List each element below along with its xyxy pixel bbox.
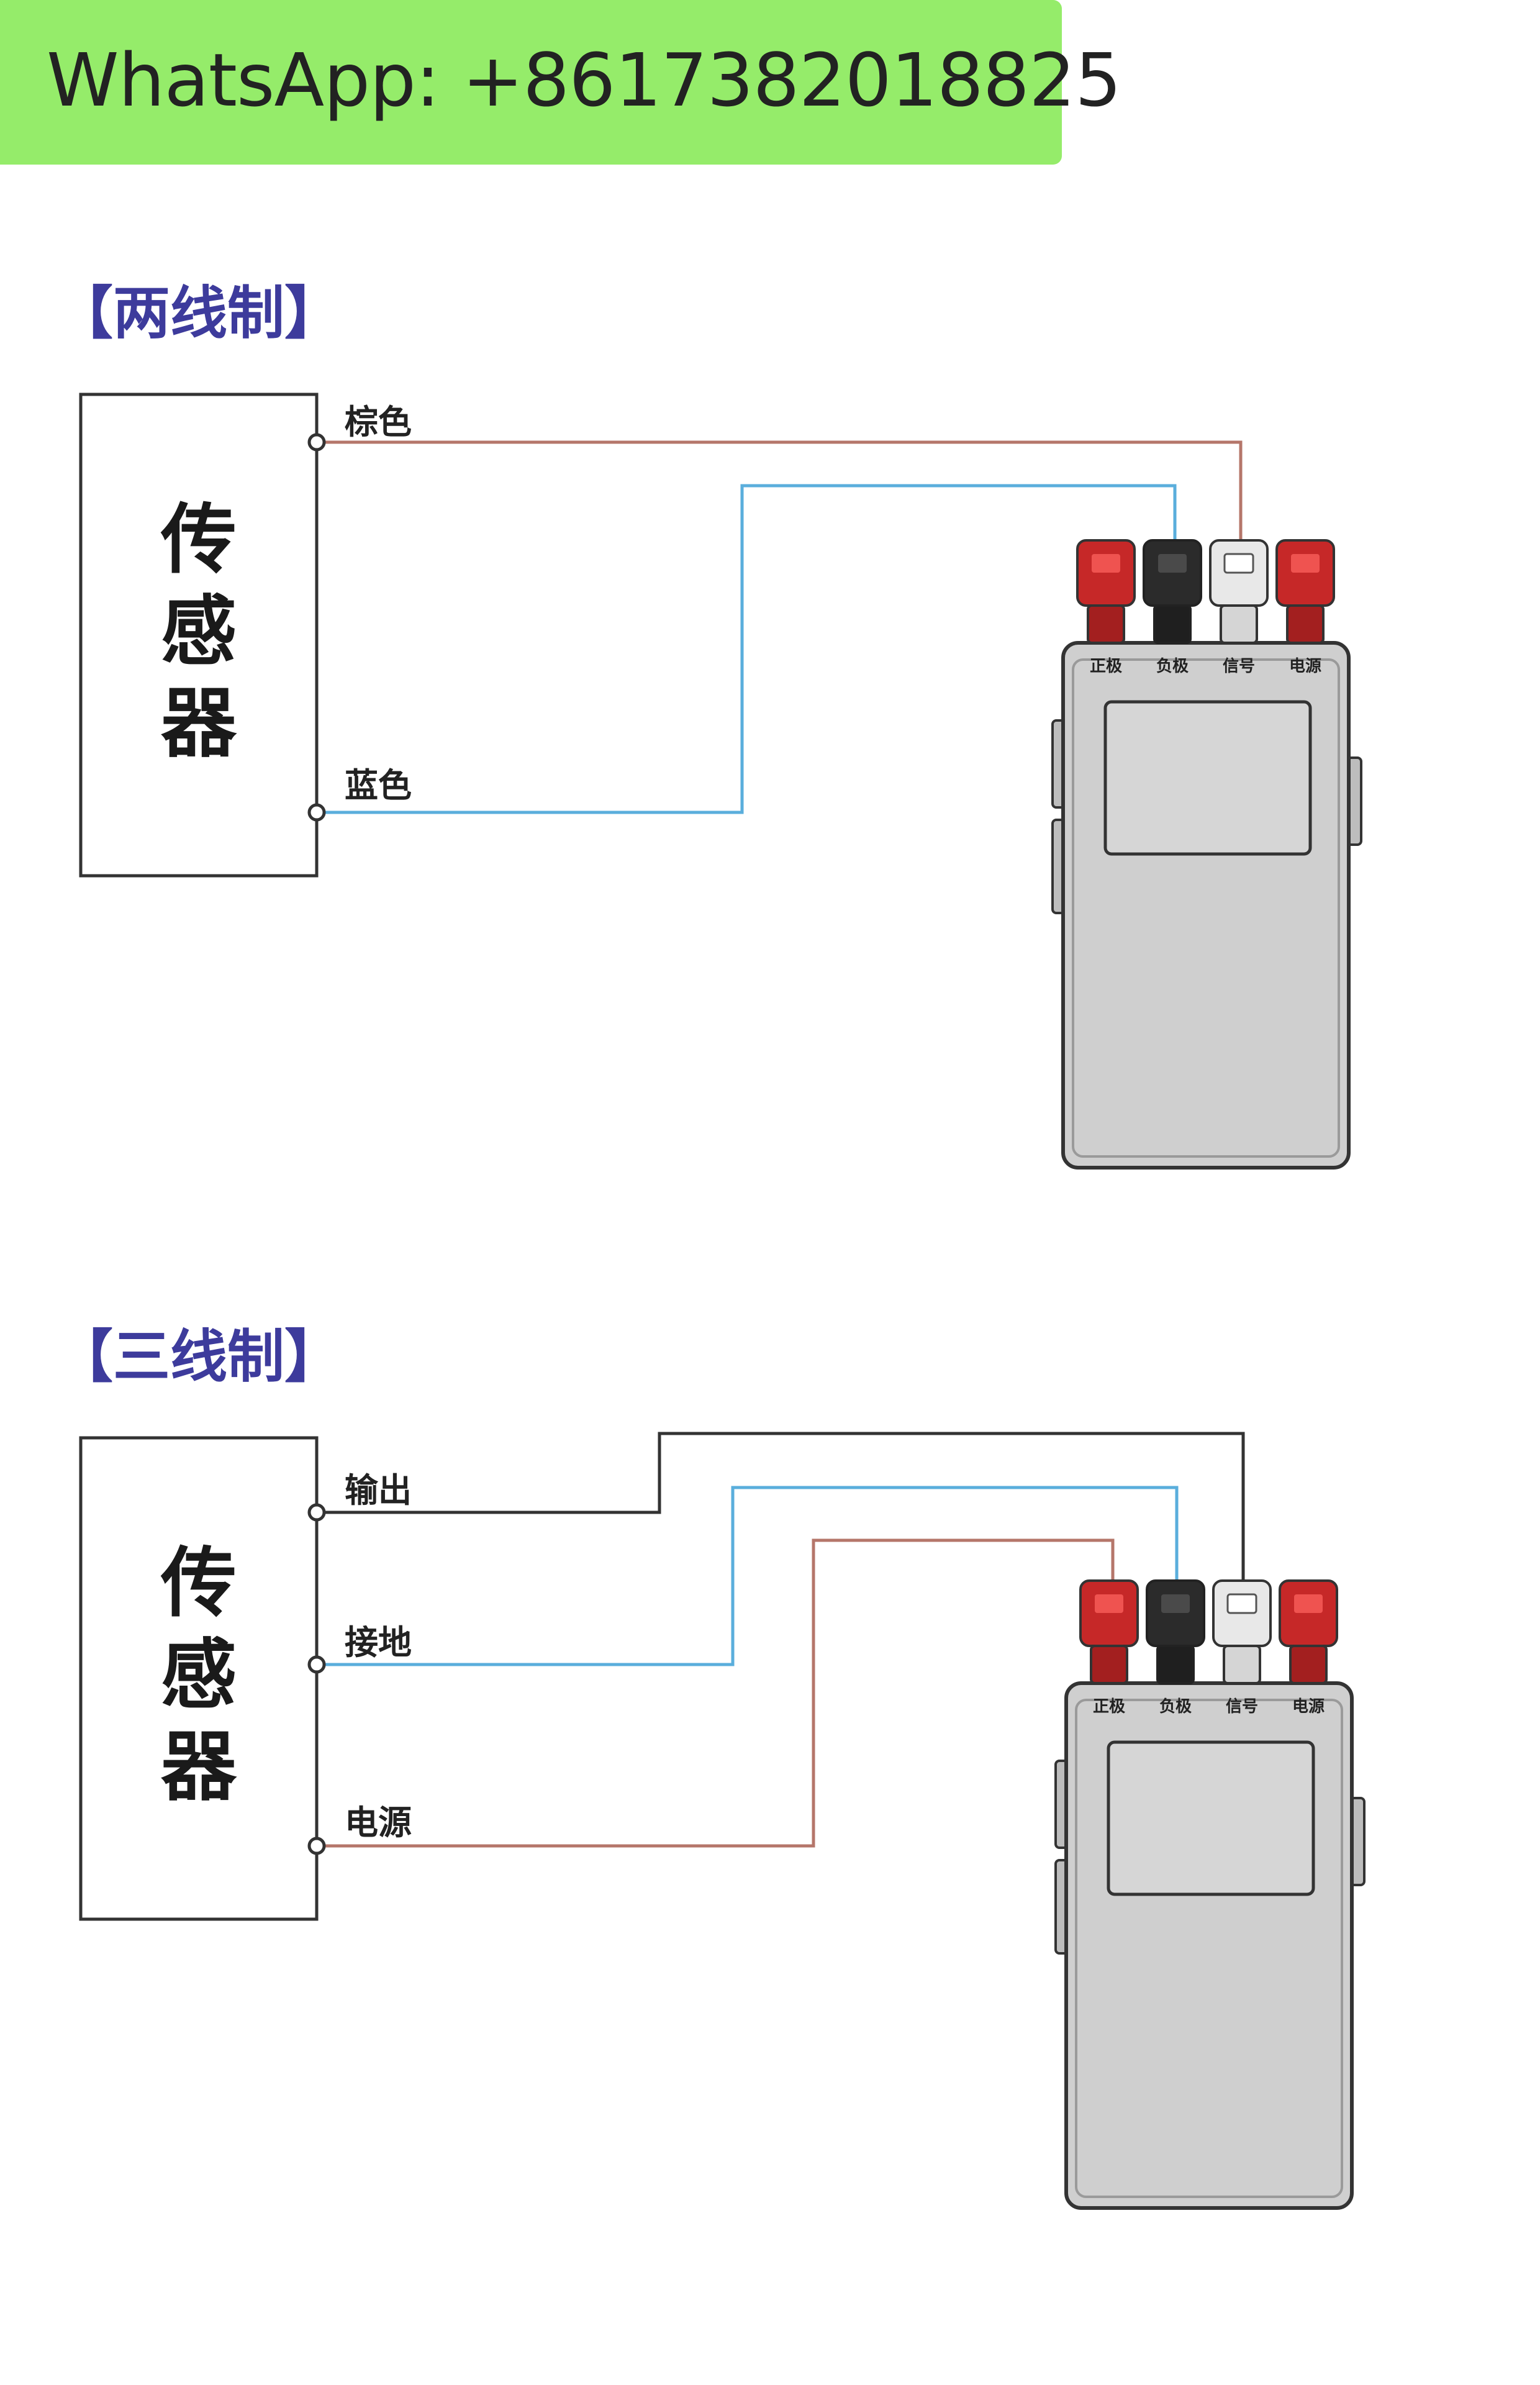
terminal-label: 负极 bbox=[1159, 1697, 1192, 1716]
plug-red bbox=[1076, 539, 1136, 644]
sensor-box bbox=[79, 1436, 319, 1921]
sensor-terminal bbox=[307, 803, 326, 822]
brown-wire-label: 棕色 bbox=[345, 402, 412, 442]
terminal-label: 电源 bbox=[1292, 1697, 1325, 1716]
plug-red bbox=[1279, 1579, 1338, 1684]
ground-wire-label: 接地 bbox=[345, 1623, 412, 1662]
terminal-label: 负极 bbox=[1156, 657, 1189, 676]
blue-wire bbox=[318, 484, 1177, 814]
device-screen bbox=[1107, 1740, 1315, 1896]
device-trim bbox=[1075, 1699, 1343, 2198]
plug-black bbox=[1146, 1579, 1205, 1684]
plug-red bbox=[1079, 1579, 1139, 1684]
terminal-label: 信号 bbox=[1225, 1697, 1258, 1716]
device-trim bbox=[1072, 658, 1340, 1158]
three-wire-diagram bbox=[79, 1432, 1366, 2210]
ground-wire bbox=[318, 1486, 1179, 1666]
sensor-terminal bbox=[307, 1837, 326, 1855]
sensor-terminal bbox=[307, 1655, 326, 1674]
plug-white bbox=[1212, 1579, 1272, 1684]
output-wire bbox=[318, 1432, 1245, 1581]
whatsapp-contact-text: WhatsApp: +8617382018825 bbox=[47, 37, 1121, 123]
sensor-label: 传感器 bbox=[161, 496, 237, 768]
terminal-label: 正极 bbox=[1089, 657, 1122, 676]
terminal-label: 正极 bbox=[1092, 1697, 1125, 1716]
meter-device bbox=[1054, 1579, 1366, 2210]
meter-device bbox=[1051, 539, 1362, 1170]
plug-white bbox=[1209, 539, 1269, 644]
power-wire bbox=[318, 1538, 1115, 1848]
sensor-terminal bbox=[307, 433, 326, 452]
two-wire-title: 【两线制】 bbox=[56, 280, 342, 347]
two-wire-diagram bbox=[79, 393, 1362, 1170]
brown-wire bbox=[318, 440, 1243, 540]
sensor-label: 传感器 bbox=[161, 1539, 237, 1811]
blue-wire-label: 蓝色 bbox=[345, 766, 412, 805]
plug-red bbox=[1275, 539, 1335, 644]
output-wire-label: 输出 bbox=[345, 1471, 412, 1510]
three-wire-title: 【三线制】 bbox=[56, 1324, 342, 1390]
plug-black bbox=[1143, 539, 1202, 644]
terminal-label: 信号 bbox=[1222, 657, 1255, 676]
device-screen bbox=[1103, 700, 1312, 856]
sensor-terminal bbox=[307, 1503, 326, 1522]
sensor-box bbox=[79, 393, 319, 878]
whatsapp-banner: WhatsApp: +8617382018825 bbox=[0, 0, 1121, 165]
terminal-label: 电源 bbox=[1289, 657, 1321, 676]
power-wire-label: 电源 bbox=[345, 1803, 412, 1842]
